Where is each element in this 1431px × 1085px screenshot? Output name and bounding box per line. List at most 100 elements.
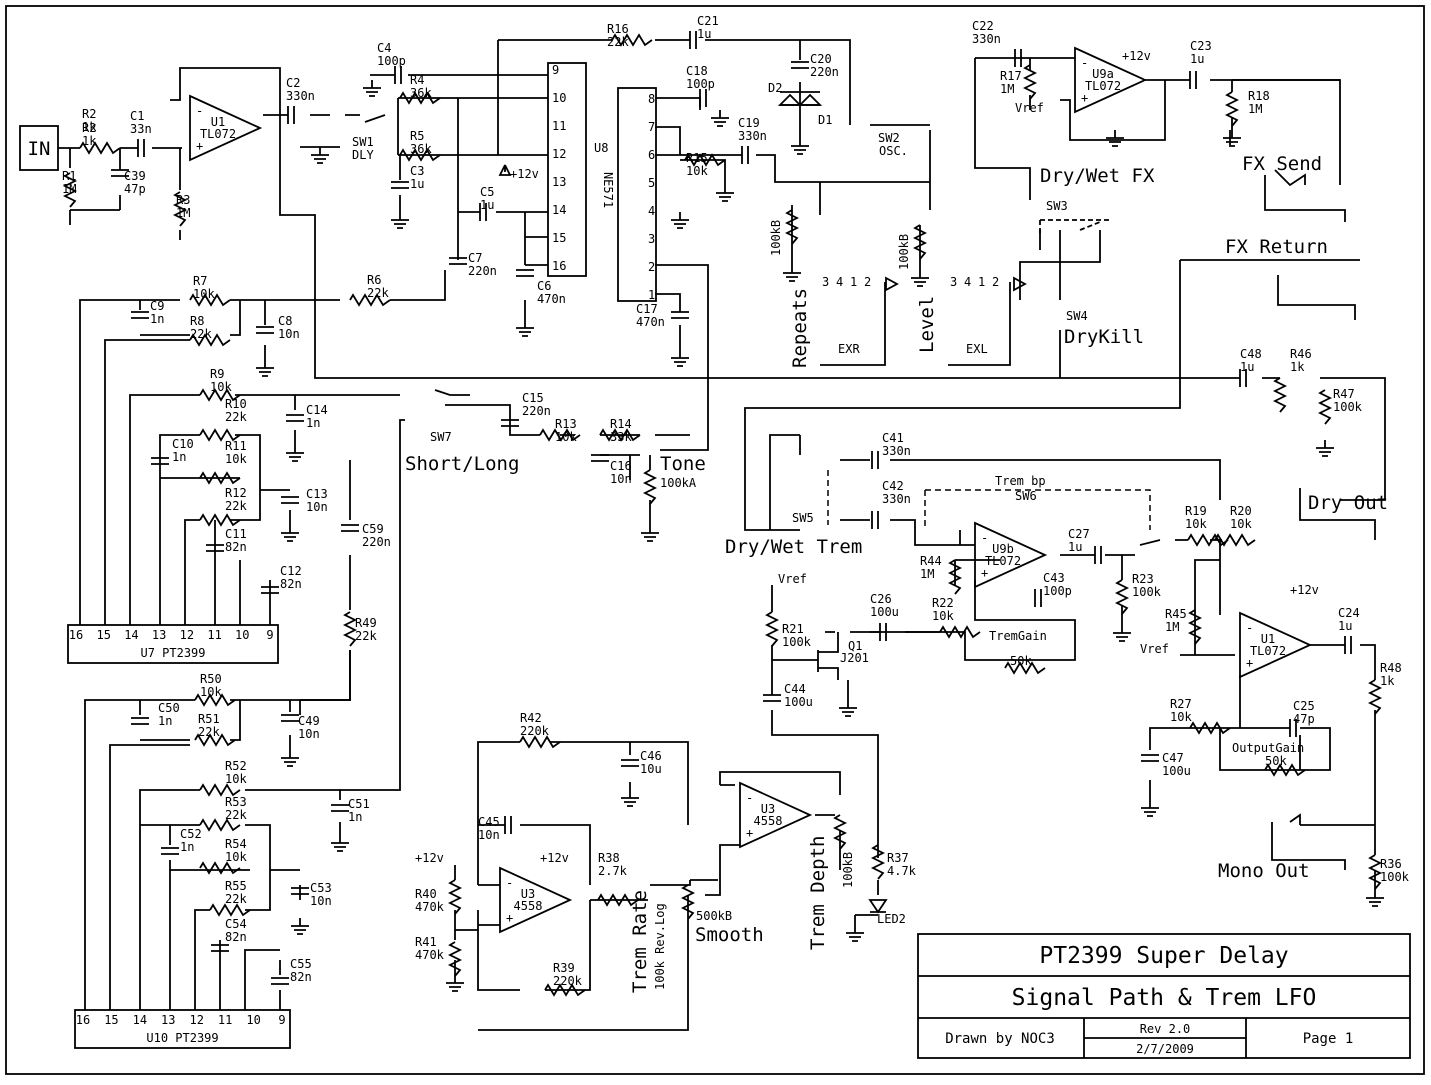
capacitor-c23 bbox=[1189, 71, 1197, 89]
label-r2: R2 bbox=[82, 107, 96, 121]
minus-sign: - bbox=[746, 791, 753, 805]
vref-label-u9: Vref bbox=[1015, 101, 1044, 115]
resistor-tg bbox=[1004, 661, 1046, 675]
value-c10: 1n bbox=[172, 450, 186, 464]
resistor-r50 bbox=[194, 693, 236, 707]
input-label: IN bbox=[28, 138, 51, 160]
minus-sign: - bbox=[196, 104, 203, 118]
value-c55: 82n bbox=[290, 970, 312, 984]
pin-number: 2 bbox=[648, 260, 655, 274]
trem-bp-label: Trem bp bbox=[995, 474, 1046, 488]
led2-symbol bbox=[868, 899, 888, 914]
label-r21: R21 bbox=[782, 622, 804, 636]
output-gain-label: OutputGain bbox=[1232, 741, 1304, 755]
value-c59: 220n bbox=[362, 535, 391, 549]
ground-symbol bbox=[671, 350, 689, 367]
resistor-r6 bbox=[349, 293, 391, 307]
capacitor-c2 bbox=[287, 106, 295, 124]
ic-part: TL072 bbox=[1085, 79, 1121, 93]
value-r49: 22k bbox=[355, 629, 377, 643]
pin-number: 13 bbox=[152, 628, 166, 642]
chip-label: U10 PT2399 bbox=[146, 1031, 218, 1045]
label-c51: C51 bbox=[348, 797, 370, 811]
date-text: 2/7/2009 bbox=[1136, 1042, 1194, 1056]
value-r46: 1k bbox=[1290, 360, 1305, 374]
label-r10: R10 bbox=[225, 397, 247, 411]
ground-symbol bbox=[1113, 625, 1131, 642]
capacitor-c27 bbox=[1094, 546, 1102, 564]
resistor-r55 bbox=[209, 903, 251, 917]
subtitle-text: Signal Path & Trem LFO bbox=[1012, 985, 1317, 1011]
value-c11: 82n bbox=[225, 540, 247, 554]
value-c49: 10n bbox=[298, 727, 320, 741]
value-r38: 2.7k bbox=[598, 864, 628, 878]
value-c2: 330n bbox=[286, 89, 315, 103]
label-r2: R2 bbox=[82, 121, 96, 135]
value-r53: 22k bbox=[225, 808, 247, 822]
vref-label-out: Vref bbox=[1140, 642, 1169, 656]
ground-symbol bbox=[1223, 130, 1241, 147]
label-c42: C42 bbox=[882, 479, 904, 493]
sw5-label: SW5 bbox=[792, 511, 814, 525]
page-text: Page 1 bbox=[1303, 1031, 1354, 1047]
trem-depth-label: Trem Depth bbox=[807, 836, 829, 950]
resistor-r39 bbox=[544, 983, 586, 997]
value-c12: 82n bbox=[280, 577, 302, 591]
ic-name: U9b bbox=[992, 542, 1014, 556]
plus-sign: + bbox=[746, 826, 753, 840]
capacitor-c39 bbox=[111, 169, 129, 177]
capacitor-c51 bbox=[331, 804, 349, 812]
label-c17: C17 bbox=[636, 302, 658, 316]
value-r36: 100k bbox=[1380, 870, 1410, 884]
jack-pin-exl: 2 bbox=[992, 275, 999, 289]
ic-name: U3 bbox=[521, 887, 535, 901]
label-c13: C13 bbox=[306, 487, 328, 501]
short-long-label: Short/Long bbox=[405, 453, 519, 475]
ground-symbol bbox=[1141, 800, 1159, 817]
resistor-r19 bbox=[1187, 533, 1229, 547]
value-c5: 1u bbox=[480, 198, 494, 212]
label-r37: R37 bbox=[887, 851, 909, 865]
label-c39: C39 bbox=[124, 169, 146, 183]
label-c48: C48 bbox=[1240, 347, 1262, 361]
ic-part: 4558 bbox=[754, 814, 783, 828]
trem-rate-label: Trem Rate bbox=[629, 890, 651, 993]
trem-depth-value: 100kB bbox=[841, 852, 855, 888]
resistor-r52 bbox=[199, 783, 241, 797]
label-r1: R1 bbox=[62, 169, 76, 183]
label-r6: R6 bbox=[367, 273, 381, 287]
value-c16: 10n bbox=[610, 472, 632, 486]
q1-name: Q1 bbox=[848, 639, 862, 653]
value-c20: 220n bbox=[810, 65, 839, 79]
rev-text: Rev 2.0 bbox=[1140, 1022, 1191, 1036]
fx-send-label: FX Send bbox=[1242, 153, 1322, 175]
pin-number: 13 bbox=[161, 1013, 175, 1027]
ic-part: 4558 bbox=[514, 899, 543, 913]
capacitor-c12 bbox=[261, 586, 279, 594]
label-c47: C47 bbox=[1162, 751, 1184, 765]
capacitor-c48 bbox=[1239, 369, 1247, 387]
pin-number: 9 bbox=[552, 63, 559, 77]
label-c21: C21 bbox=[697, 14, 719, 28]
label-c4: C4 bbox=[377, 41, 391, 55]
drywet-fx-label: Dry/Wet FX bbox=[1040, 165, 1155, 187]
sw4-label: SW4 bbox=[1066, 309, 1088, 323]
title-text: PT2399 Super Delay bbox=[1039, 943, 1288, 969]
level-label: Level bbox=[916, 296, 938, 353]
plus-sign: + bbox=[1081, 91, 1088, 105]
resistor-r45 bbox=[1187, 609, 1203, 645]
label-r12: R12 bbox=[225, 486, 247, 500]
pin-number: 12 bbox=[189, 1013, 203, 1027]
dly-label: DLY bbox=[352, 148, 374, 162]
resistor-r8 bbox=[189, 333, 231, 347]
resistor-r5 bbox=[399, 148, 441, 162]
label-c11: C11 bbox=[225, 527, 247, 541]
value-r12: 22k bbox=[225, 499, 247, 513]
pin-number: 1 bbox=[648, 288, 655, 302]
capacitor-c1 bbox=[137, 139, 145, 157]
